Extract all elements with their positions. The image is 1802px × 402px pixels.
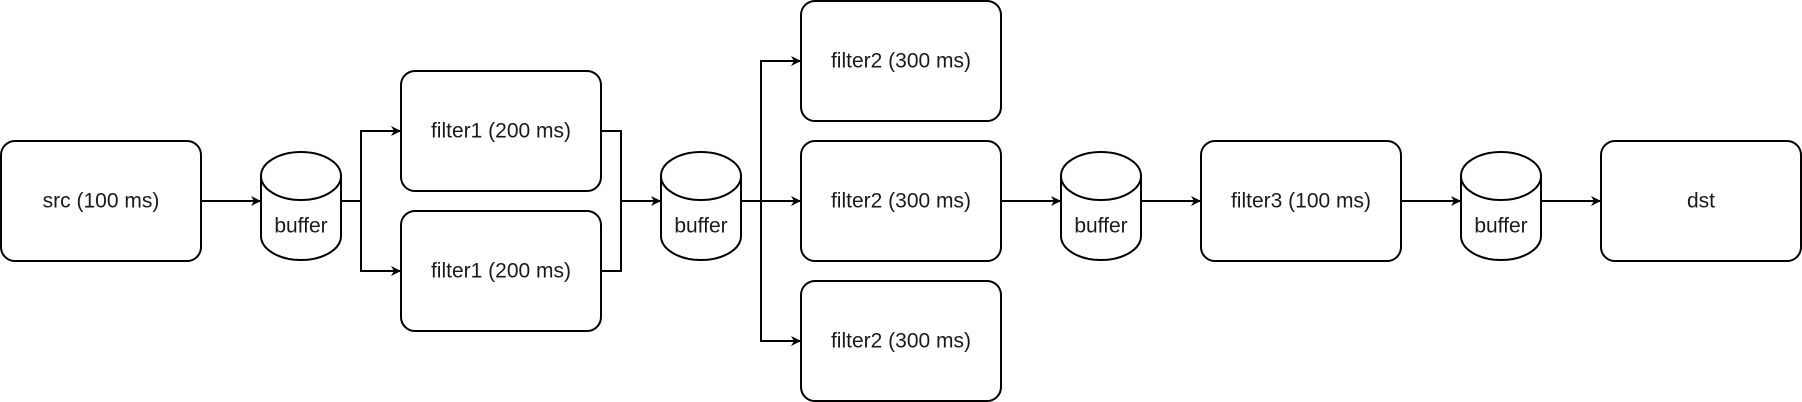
- edge-buffer-2-to-filter2-c: [760, 201, 801, 346]
- filter2-box-top: filter2 (300 ms): [800, 0, 1002, 122]
- filter2-box-middle: filter2 (300 ms): [800, 140, 1002, 262]
- filter3-label: filter3 (100 ms): [1231, 190, 1371, 213]
- dst-box: dst: [1600, 140, 1802, 262]
- src-label: src (100 ms): [43, 190, 160, 213]
- src-box: src (100 ms): [0, 140, 202, 262]
- buffer-1-cylinder: buffer: [260, 151, 342, 261]
- edge-buffer-2-to-filter2-a: [760, 56, 801, 201]
- filter2-middle-label: filter2 (300 ms): [831, 190, 971, 213]
- filter1-top-label: filter1 (200 ms): [431, 120, 571, 143]
- buffer-1-label: buffer: [274, 215, 327, 238]
- buffer-4-cylinder: buffer: [1460, 151, 1542, 261]
- filter2-bottom-label: filter2 (300 ms): [831, 330, 971, 353]
- filter1-box-top: filter1 (200 ms): [400, 70, 602, 192]
- filter2-top-label: filter2 (300 ms): [831, 50, 971, 73]
- dst-label: dst: [1687, 190, 1715, 213]
- filter1-box-bottom: filter1 (200 ms): [400, 210, 602, 332]
- buffer-2-label: buffer: [674, 215, 727, 238]
- buffer-4-label: buffer: [1474, 215, 1527, 238]
- edge-filter1-a-to-buffer-2: [601, 130, 661, 206]
- edge-buffer-1-to-filter1-b: [360, 201, 401, 276]
- buffer-3-cylinder: buffer: [1060, 151, 1142, 261]
- buffer-3-label: buffer: [1074, 215, 1127, 238]
- filter1-bottom-label: filter1 (200 ms): [431, 260, 571, 283]
- filter3-box: filter3 (100 ms): [1200, 140, 1402, 262]
- edge-buffer-1-to-filter1-a: [341, 126, 401, 202]
- filter2-box-bottom: filter2 (300 ms): [800, 280, 1002, 402]
- edge-filter1-b-to-buffer-2: [601, 201, 622, 272]
- buffer-2-cylinder: buffer: [660, 151, 742, 261]
